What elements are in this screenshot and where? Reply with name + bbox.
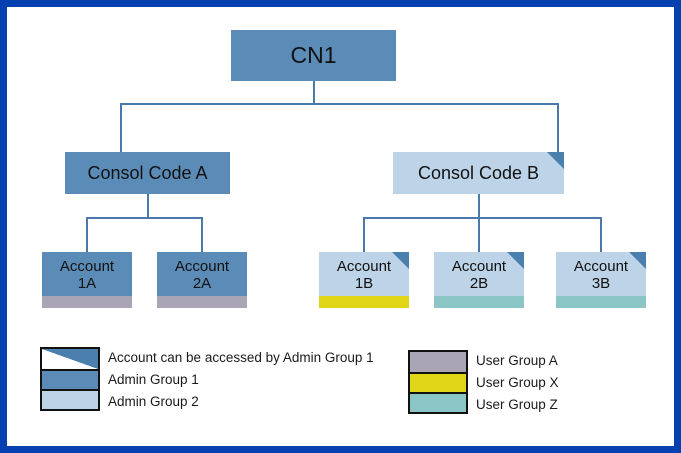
connector-to-account-1a — [86, 217, 88, 252]
legend-user-labels: User Group A User Group X User Group Z — [476, 350, 559, 416]
legend-swatch-user-group-z — [410, 392, 466, 412]
node-account-3b-label: Account 3B — [573, 257, 629, 292]
node-consol-code-b[interactable]: Consol Code B — [393, 152, 564, 194]
legend-label-user-group-z: User Group Z — [476, 397, 558, 412]
node-account-1a-label: Account 1A — [59, 257, 115, 292]
legend-swatch-admin-group-1 — [42, 369, 98, 389]
node-account-1a[interactable]: Account 1A — [42, 252, 132, 308]
connector-consol-b-stem — [478, 194, 480, 218]
connector-cn1-bus — [120, 103, 559, 105]
diagram-canvas: CN1 Consol Code A Consol Code B Account … — [7, 7, 674, 446]
legend-user-swatch-stack — [408, 350, 468, 414]
legend-swatch-admin1-access — [42, 349, 98, 369]
legend-admin-swatch-stack — [40, 347, 100, 411]
node-consol-code-a[interactable]: Consol Code A — [65, 152, 230, 194]
admin-group-1-access-flag-icon — [507, 252, 524, 269]
connector-to-account-1b — [363, 217, 365, 252]
connector-to-account-3b — [600, 217, 602, 252]
node-account-1b[interactable]: Account 1B — [319, 252, 409, 308]
legend-swatch-user-group-a — [410, 352, 466, 372]
node-consol-code-a-label: Consol Code A — [87, 162, 208, 183]
admin-group-1-access-flag-icon — [629, 252, 646, 269]
connector-consol-a-bus — [86, 217, 203, 219]
node-account-2a[interactable]: Account 2A — [157, 252, 247, 308]
node-cn1[interactable]: CN1 — [231, 30, 396, 81]
legend-label-admin-group-2: Admin Group 2 — [108, 394, 199, 409]
legend-user-groups: User Group A User Group X User Group Z — [408, 350, 559, 416]
legend-label-admin-group-1: Admin Group 1 — [108, 372, 199, 387]
connector-to-consol-a — [120, 103, 122, 152]
node-account-2a-label: Account 2A — [174, 257, 230, 292]
node-account-3b[interactable]: Account 3B — [556, 252, 646, 308]
connector-to-consol-b — [557, 103, 559, 152]
node-consol-code-b-label: Consol Code B — [417, 162, 540, 183]
legend-swatch-admin-group-2 — [42, 389, 98, 409]
legend-label-user-group-x: User Group X — [476, 375, 559, 390]
user-group-band-account-2b — [434, 296, 524, 308]
user-group-band-account-2a — [157, 296, 247, 308]
connector-to-account-2a — [201, 217, 203, 252]
legend-admin-groups: Account can be accessed by Admin Group 1… — [40, 347, 374, 413]
node-account-1b-label: Account 1B — [336, 257, 392, 292]
connector-consol-b-bus — [363, 217, 601, 219]
connector-to-account-2b — [478, 217, 480, 252]
connector-cn1-stem — [313, 81, 315, 104]
user-group-band-account-3b — [556, 296, 646, 308]
admin-group-1-access-flag-icon — [547, 152, 564, 169]
node-cn1-label: CN1 — [290, 41, 337, 68]
admin-group-1-access-flag-icon — [392, 252, 409, 269]
user-group-band-account-1a — [42, 296, 132, 308]
node-account-2b-label: Account 2B — [451, 257, 507, 292]
legend-label-admin1-access: Account can be accessed by Admin Group 1 — [108, 350, 374, 365]
legend-swatch-user-group-x — [410, 372, 466, 392]
legend-label-user-group-a: User Group A — [476, 353, 558, 368]
connector-consol-a-stem — [147, 194, 149, 218]
user-group-band-account-1b — [319, 296, 409, 308]
legend-admin-labels: Account can be accessed by Admin Group 1… — [108, 347, 374, 413]
node-account-2b[interactable]: Account 2B — [434, 252, 524, 308]
